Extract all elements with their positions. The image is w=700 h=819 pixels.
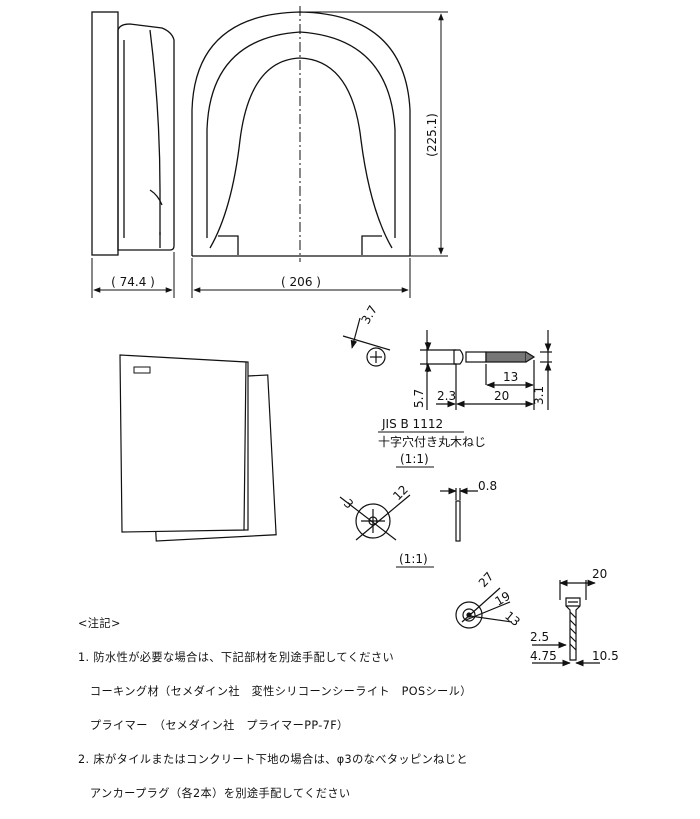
screw-dia-31: 3.1 (532, 386, 546, 405)
screw-head-label: 3.7 (358, 303, 380, 327)
plug-front-view (455, 587, 513, 629)
screw-scale: (1:1) (400, 452, 429, 466)
washer-front-view (339, 494, 411, 541)
notes: <注記> 1. 防水性が必要な場合は、下記部材を別途手配してください コーキング… (78, 598, 638, 819)
screw-len-20: 20 (494, 389, 509, 403)
notes-line-4: 2. 床がタイルまたはコンクリート下地の場合は、φ3のなべタッピンねじと (78, 753, 468, 766)
front-view (191, 11, 411, 257)
height-label: (225.1) (425, 113, 439, 157)
screw-thread-13: 13 (503, 370, 518, 384)
screw-name: 十字穴付き丸木ねじ (378, 434, 486, 449)
notes-line-5: アンカープラグ（各2本）を別途手配してください (78, 787, 351, 800)
notes-line-3: プライマー （セメダイン社 プライマーPP-7F） (78, 719, 349, 732)
side-view (91, 11, 175, 256)
plug-d475: 4.75 (530, 649, 557, 663)
screw-len-23: 2.3 (437, 389, 456, 403)
width-label: ( 206 ) (281, 275, 321, 289)
washer-outer-label: 12 (390, 482, 411, 503)
washer-thick-label: 0.8 (478, 479, 497, 493)
plug-d105: 10.5 (592, 649, 619, 663)
notes-line-2: コーキング材（セメダイン社 変性シリコーンシーライト POSシール） (78, 685, 472, 698)
depth-label: ( 74.4 ) (111, 275, 155, 289)
plug-side-view (532, 579, 600, 667)
height-dimension (300, 11, 448, 257)
notes-line-1: 1. 防水性が必要な場合は、下記部材を別途手配してください (78, 651, 395, 664)
washer-scale: (1:1) (399, 552, 428, 566)
washer-side-view (440, 487, 478, 542)
technical-drawing: (225.1) ( 74.4 ) ( 206 ) 3.7 (91, 6, 619, 667)
screw-dia-57: 5.7 (412, 389, 426, 408)
notes-title: <注記> (78, 617, 121, 630)
width-dimensions (91, 252, 411, 298)
screw-head-view (342, 317, 391, 367)
washer-inner-label: 3 (341, 496, 356, 511)
screw-standard: JIS B 1112 (381, 417, 443, 431)
plug-d19: 19 (493, 589, 513, 609)
screw-side-view (420, 330, 552, 410)
plug-d25: 2.5 (530, 630, 549, 644)
sheet-stack (119, 354, 277, 542)
plug-d27: 27 (476, 569, 497, 590)
plug-w20: 20 (592, 567, 607, 581)
